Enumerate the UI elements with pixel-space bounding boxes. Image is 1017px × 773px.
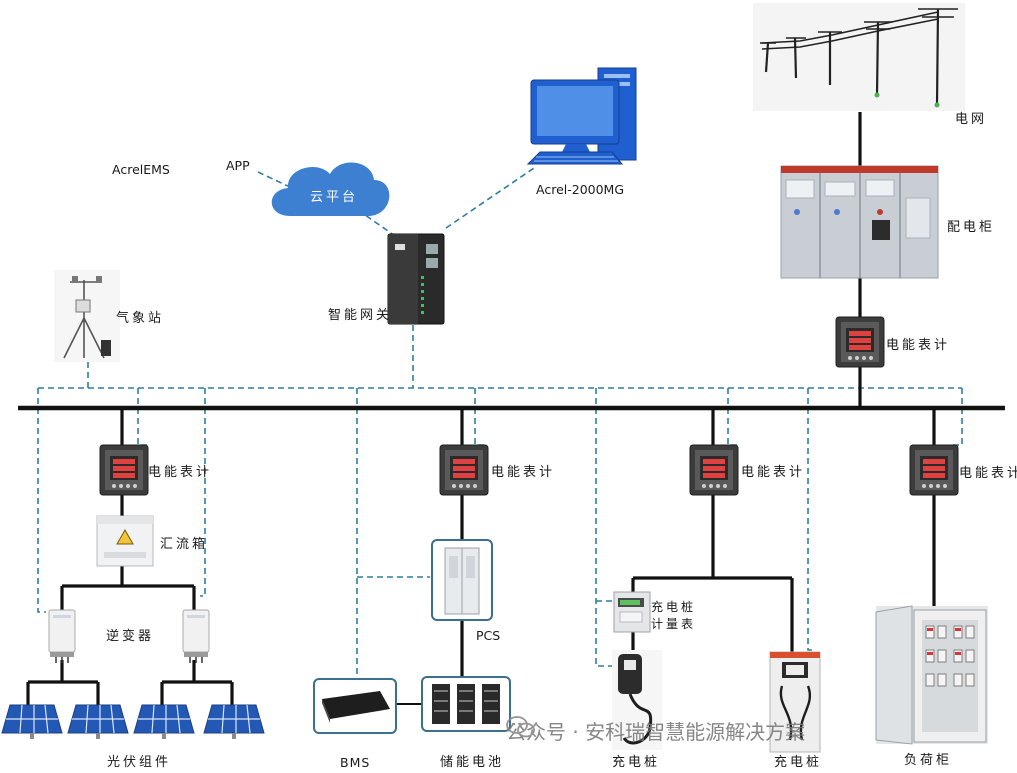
label-acrel-2000mg: Acrel-2000MG (536, 182, 625, 197)
label-charge-meter-line1: 充电桩 (651, 600, 697, 614)
pcs-image (431, 539, 493, 621)
label-meter-pv: 电能表计 (148, 465, 213, 480)
label-battery: 储能电池 (440, 755, 505, 770)
comm-pcs-meter (474, 388, 487, 446)
label-distribution-cabinet: 配电柜 (947, 220, 996, 235)
meter-main-image (835, 316, 885, 368)
label-cloud: 云平台 (310, 190, 359, 205)
label-gateway: 智能网关 (328, 308, 393, 323)
combiner-box-image (96, 515, 154, 567)
inverter-right-image (182, 609, 210, 664)
comm-ev-meter (727, 388, 738, 446)
comm-ev-right (807, 388, 816, 651)
comm-pv-right (200, 388, 206, 597)
watermark-text: 公众号 · 安科瑞智慧能源解决方案 (506, 720, 806, 744)
battery-image (421, 676, 511, 732)
label-app: APP (226, 158, 250, 173)
label-load-cabinet: 负荷柜 (904, 753, 953, 768)
label-meter-pcs: 电能表计 (491, 465, 556, 480)
pv-panel-4 (203, 704, 265, 740)
pv-panel-3 (133, 704, 195, 740)
label-meter-load: 电能表计 (959, 466, 1017, 481)
watermark: 公众号 · 安科瑞智慧能源解决方案 (506, 716, 805, 745)
ac-charger-image (612, 650, 662, 750)
label-meter-main: 电能表计 (886, 338, 951, 353)
label-charge-meter-line2: 计量表 (651, 617, 697, 631)
meter-load-image (909, 444, 959, 496)
pv-panel-2 (67, 704, 129, 740)
label-combiner-box: 汇流箱 (160, 537, 209, 552)
cloud-shape (271, 162, 390, 216)
distribution-cabinet-image (780, 165, 939, 279)
label-power-grid: 电网 (955, 112, 988, 127)
label-pv-panels: 光伏组件 (107, 755, 172, 770)
charging-meter-image (613, 591, 651, 633)
label-meter-ev: 电能表计 (741, 465, 806, 480)
comm-cloud-gateway (357, 209, 399, 239)
inverter-left-image (48, 609, 76, 664)
label-dc-charger: 充电桩 (774, 755, 823, 770)
load-cabinet-image (875, 605, 988, 745)
comm-gateway-workstation (445, 167, 535, 229)
meter-ev-image (689, 444, 739, 496)
label-inverter: 逆变器 (106, 629, 155, 644)
label-pcs: PCS (476, 628, 501, 643)
label-acrel-ems: AcrelEMS (112, 162, 170, 177)
comm-load-right (952, 388, 963, 446)
pv-panel-1 (1, 704, 63, 740)
power-grid-image (753, 3, 965, 111)
dc-charger-image (769, 651, 821, 753)
comm-ev-left (595, 388, 612, 667)
bms-image (313, 678, 397, 734)
weather-station-image (54, 270, 120, 362)
comm-app-cloud (257, 171, 293, 189)
comm-pv-left (37, 388, 46, 613)
comm-pv-meter (137, 388, 150, 446)
label-weather-station: 气象站 (116, 311, 165, 326)
wechat-icon (506, 716, 535, 738)
gateway-image (387, 233, 445, 325)
label-bms: BMS (340, 755, 371, 770)
workstation-image (526, 67, 637, 165)
label-ac-charger: 充电桩 (612, 755, 661, 770)
meter-pcs-image (439, 444, 489, 496)
meter-pv-image (99, 444, 149, 496)
